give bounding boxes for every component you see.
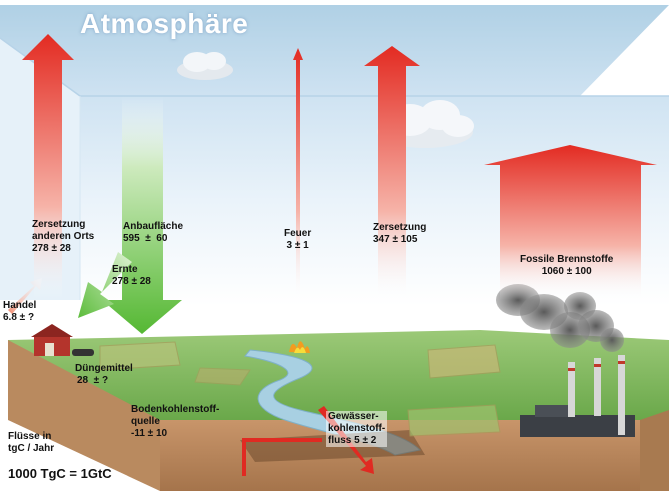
flux-value: 347 ± 105 bbox=[373, 234, 418, 245]
flux-value: -11 ± 10 bbox=[131, 428, 168, 439]
flux-name: Feuer bbox=[284, 228, 312, 239]
atmosphere-title: Atmosphäre bbox=[80, 8, 249, 39]
flux-name: Anbaufläche bbox=[123, 221, 184, 232]
flux-value: 595 ± 60 bbox=[123, 233, 168, 244]
label-bodenkohlenstoff: Bodenkohlenstoff- quelle-11 ± 10 bbox=[131, 404, 219, 440]
ground-side-face bbox=[8, 340, 160, 491]
arrow-zersetzung bbox=[364, 46, 420, 300]
flux-value: 3 ± 1 bbox=[286, 240, 309, 251]
flux-value: 278 ± 28 bbox=[32, 243, 71, 254]
arrow-handel bbox=[8, 278, 42, 314]
arrow-feuer bbox=[293, 48, 303, 300]
crop-field bbox=[99, 341, 501, 437]
ground-right-face bbox=[640, 410, 669, 491]
arrow-bodenkohlenstoff bbox=[242, 438, 322, 476]
arrow-zersetzung-anderen-orts bbox=[22, 34, 74, 300]
atmosphere-top-face bbox=[0, 5, 669, 96]
flux-value: 28 ± ? bbox=[77, 375, 109, 386]
arrow-fossile-brennstoffe bbox=[484, 145, 657, 300]
arrow-ernte bbox=[78, 252, 132, 318]
flux-name: Bodenkohlenstoff- quelle bbox=[131, 404, 220, 427]
conversion-note: 1000 TgC = 1GtC bbox=[8, 466, 112, 481]
flux-name: Düngemittel bbox=[75, 363, 133, 374]
flux-name: Handel bbox=[3, 300, 37, 311]
factory-icon bbox=[520, 355, 635, 437]
flux-name: Fossile Brennstoffe bbox=[520, 254, 614, 265]
arrow-anbauflaeche bbox=[102, 96, 182, 334]
barn-icon bbox=[31, 324, 94, 356]
units-label: Flüsse in tgC / Jahr bbox=[8, 431, 55, 454]
label-gewaesser: Gewässer- kohlenstoff- fluss 5 ± 2 bbox=[326, 411, 388, 447]
flux-value: 6.8 ± ? bbox=[3, 312, 35, 323]
flux-name: Ernte bbox=[112, 264, 138, 275]
cloud-icon bbox=[177, 52, 233, 80]
flux-name: Zersetzung bbox=[373, 222, 427, 233]
fire-icon bbox=[289, 341, 310, 353]
flux-value: 278 ± 28 bbox=[112, 276, 151, 287]
flux-name: Zersetzung anderen Orts bbox=[32, 219, 95, 242]
flux-value: 1060 ± 100 bbox=[541, 266, 592, 277]
